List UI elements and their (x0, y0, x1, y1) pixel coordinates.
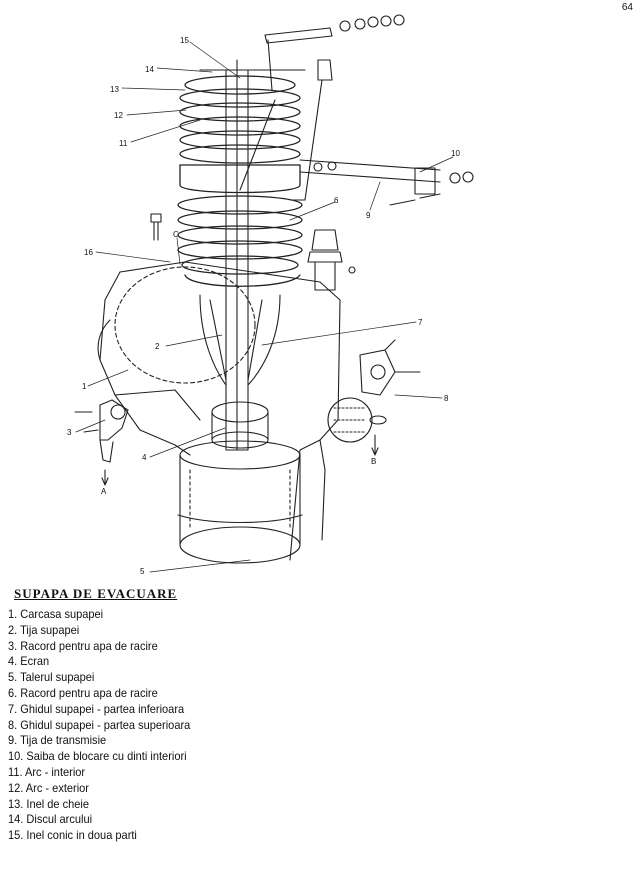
callout-2: 2 (155, 342, 160, 351)
legend-item: 4. Ecran (8, 654, 50, 669)
coolant-fitting-6 (307, 229, 356, 291)
callout-9: 9 (366, 211, 371, 220)
legend-item: 12. Arc - exterior (8, 780, 89, 795)
legend-item: 8. Ghidul supapei - partea superioara (8, 717, 191, 732)
callout-7: 7 (418, 318, 423, 327)
callout-12: 12 (114, 111, 123, 120)
legend-item: 1. Carcasa supapei (8, 607, 104, 621)
page-number: 64 (621, 2, 633, 13)
legend-item: 7. Ghidul supapei - partea inferioara (8, 701, 185, 716)
parts-legend: SUPAPA DE EVACUARE 1. Carcasa supapei 2.… (8, 586, 428, 844)
legend-item: 3. Racord pentru apa de racire (8, 638, 158, 653)
callout-16: 16 (84, 248, 93, 257)
exhaust-valve-drawing (74, 14, 474, 573)
valve-housing (97, 261, 341, 561)
legend-item: 2. Tija supapei (8, 622, 80, 637)
callout-14: 14 (145, 65, 154, 74)
callout-A: A (101, 487, 107, 496)
callout-6: 6 (334, 196, 339, 205)
callout-8: 8 (444, 394, 449, 403)
callout-13: 13 (110, 85, 119, 94)
legend-item: 5. Talerul supapei (8, 670, 95, 685)
water-connection-left (74, 399, 129, 486)
callout-5: 5 (140, 567, 145, 576)
bolt-16 (150, 213, 162, 241)
callout-15: 15 (180, 36, 189, 45)
legend-item: 11. Arc - interior (8, 764, 86, 779)
callout-3: 3 (67, 428, 72, 437)
legend-item: 6. Racord pentru apa de racire (8, 685, 158, 700)
legend-list: 1. Carcasa supapei 2. Tija supapei 3. Ra… (8, 607, 428, 844)
callout-C: C (173, 230, 179, 239)
exhaust-valve-diagram: 15 14 13 12 11 10 9 8 7 6 5 4 3 2 1 16 C… (67, 14, 474, 576)
valve-disc-drawing (177, 440, 303, 564)
callout-4: 4 (142, 453, 147, 462)
legend-item: 9. Tija de transmisie (8, 733, 107, 748)
legend-item: 13. Inel de cheie (8, 796, 90, 811)
legend-item: 10. Saiba de blocare cu dinti interiori (8, 749, 187, 764)
transmission-rod-drawing (199, 14, 474, 206)
legend-item: 14. Discul arcului (8, 812, 93, 827)
callout-leaders (75, 41, 454, 573)
legend-title: SUPAPA DE EVACUARE (14, 586, 178, 601)
callout-B: B (371, 457, 377, 466)
callout-10: 10 (451, 149, 460, 158)
callout-11: 11 (119, 139, 128, 148)
legend-item: 15. Inel conic in doua parti (8, 828, 137, 843)
water-connection-right (327, 339, 421, 456)
valve-springs (177, 75, 303, 287)
callout-1: 1 (82, 382, 87, 391)
